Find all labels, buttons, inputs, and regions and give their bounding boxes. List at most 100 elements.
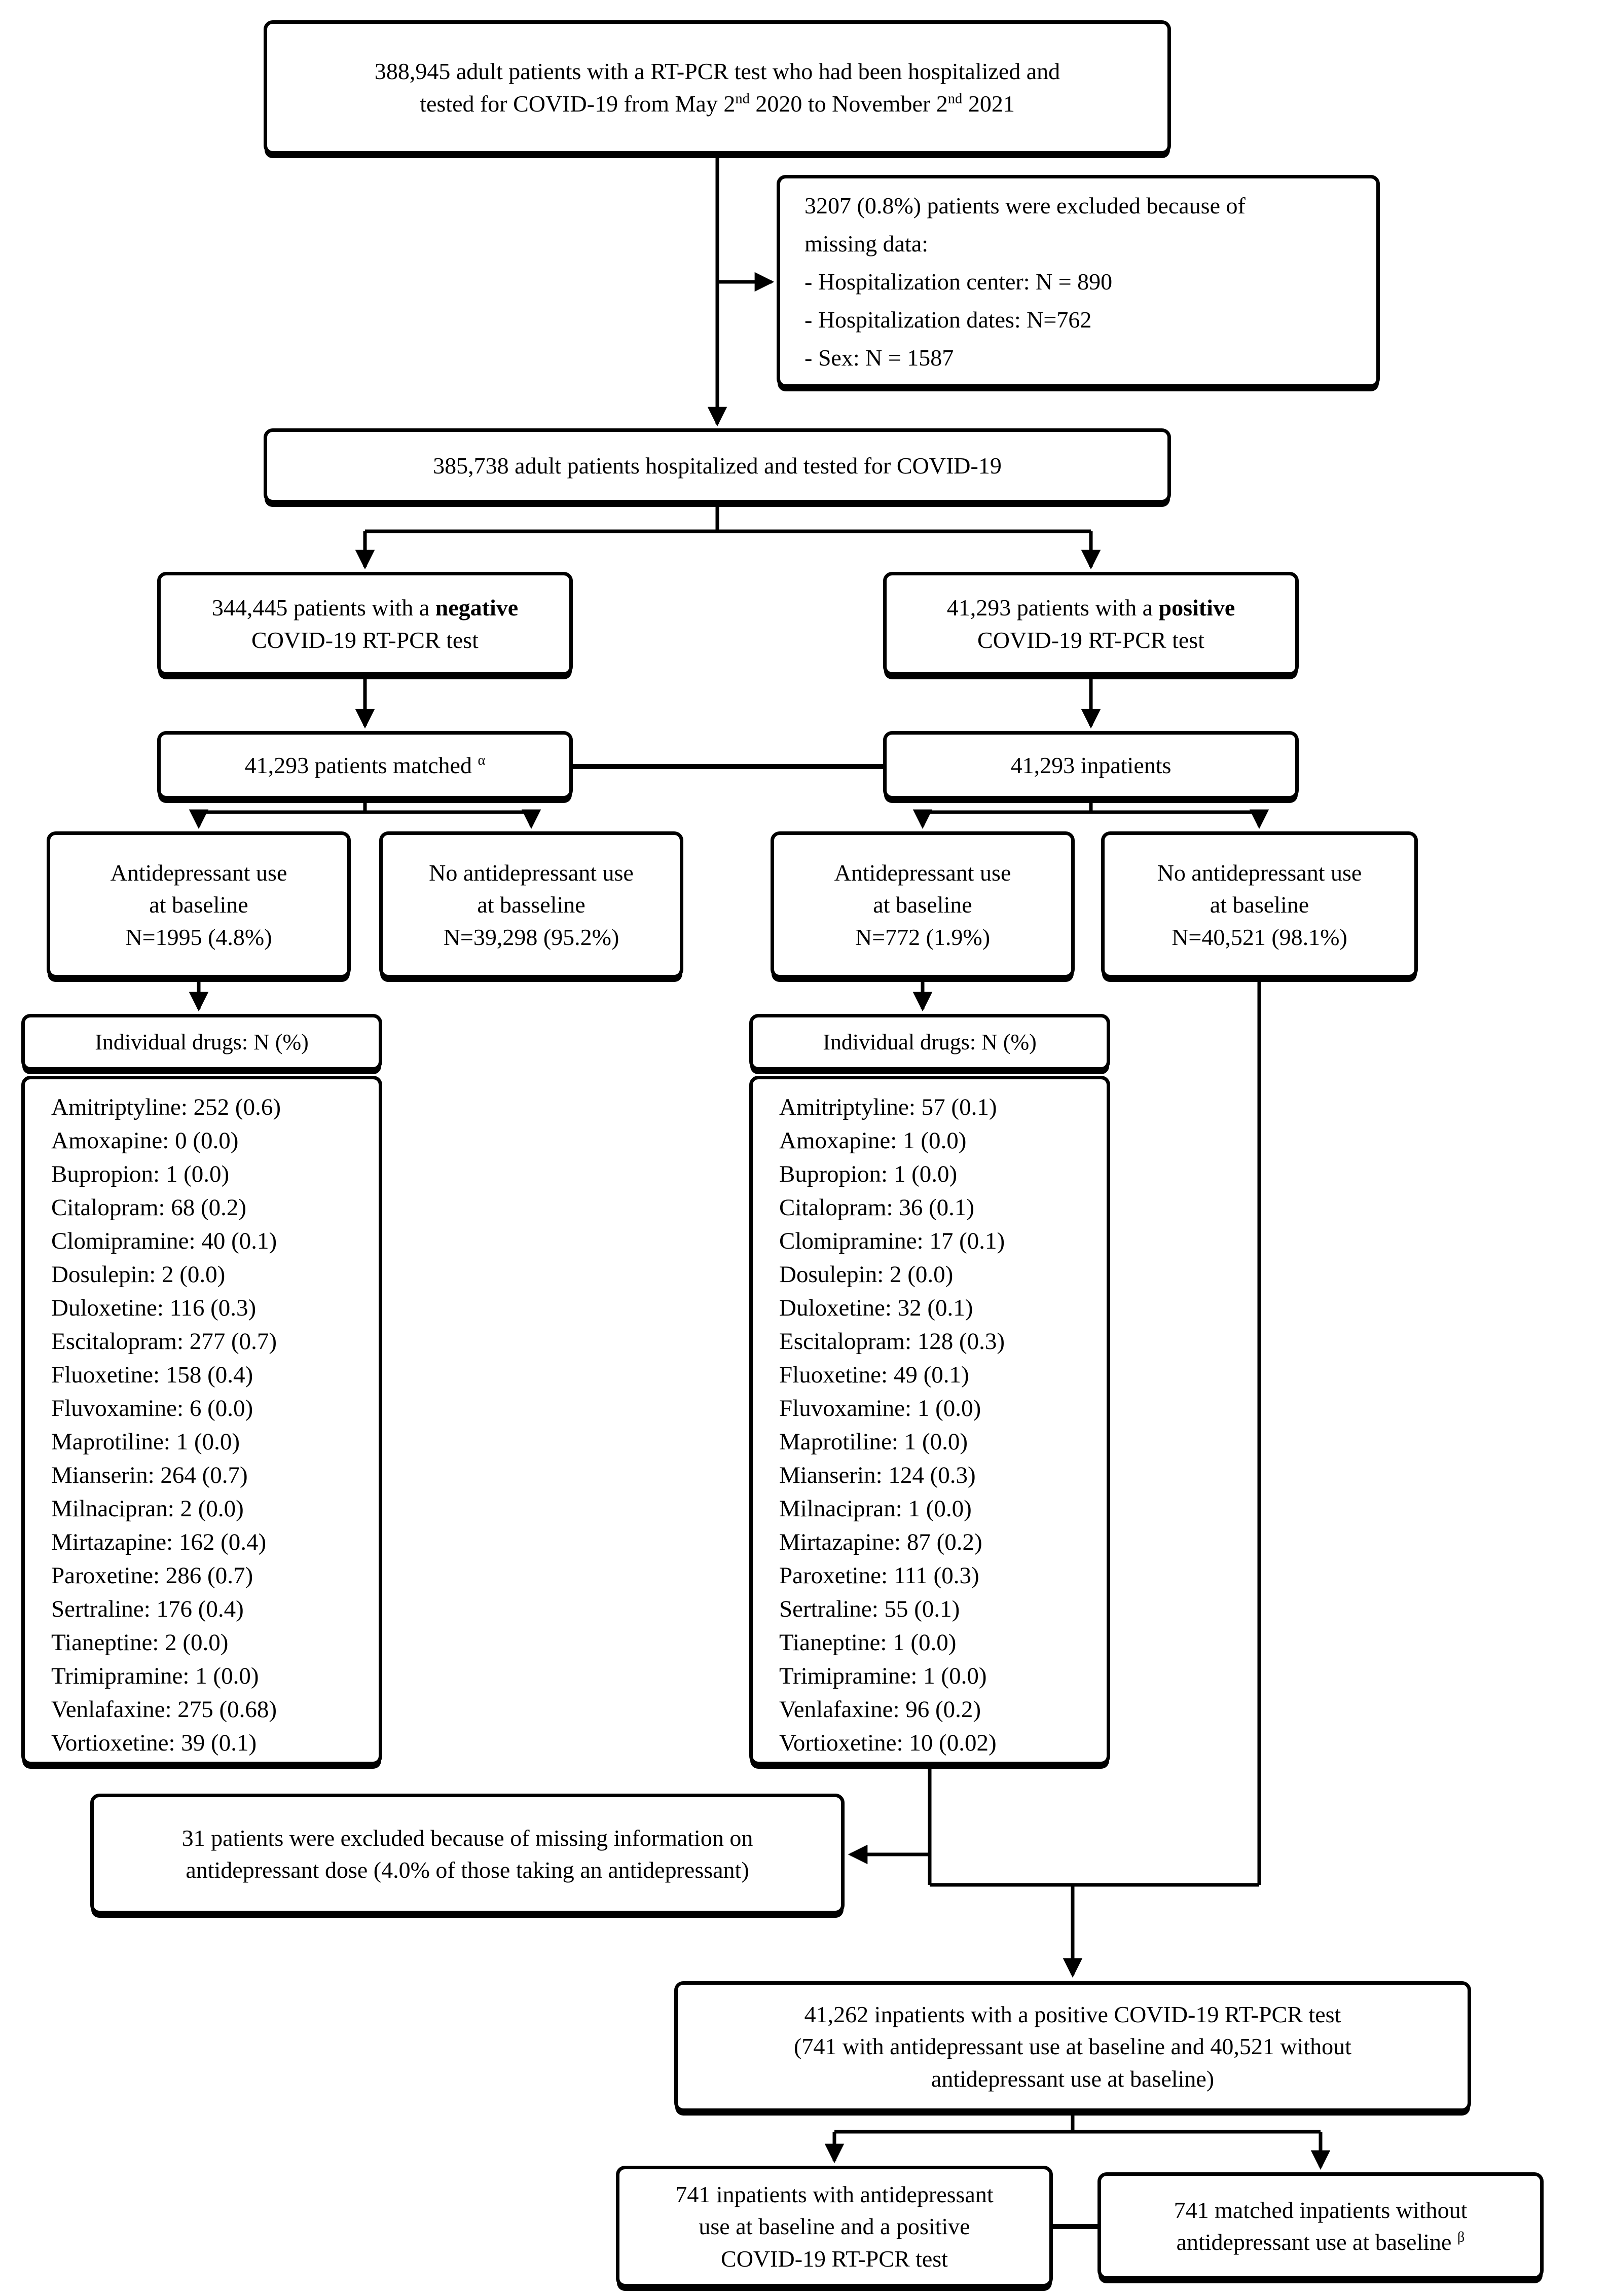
list-line: COVID-19 RT-PCR test (721, 2245, 948, 2272)
initial-cohort-line2-text: tested for COVID-19 from May 2 (420, 90, 736, 117)
list-line: Maprotiline: 1 (0.0) (51, 1429, 240, 1455)
initial-cohort-line2-mid: 2020 to November 2 (749, 90, 948, 117)
bottom-right-pre: 741 matched inpatients without antidepre… (1174, 2197, 1468, 2255)
bottom-right-text: 741 matched inpatients without antidepre… (1113, 2194, 1528, 2258)
alpha-sup: α (478, 752, 486, 769)
negative-line1: 344,445 patients with a negative (212, 592, 518, 624)
box-bottom-right: 741 matched inpatients without antidepre… (1097, 2172, 1544, 2280)
list-line: 31 patients were excluded because of mis… (181, 1825, 753, 1851)
list-line: - Hospitalization dates: N=762 (804, 306, 1092, 333)
list-line: antidepressant dose (4.0% of those takin… (186, 1857, 749, 1883)
list-line: Sertraline: 55 (0.1) (779, 1596, 960, 1622)
list-line: Maprotiline: 1 (0.0) (779, 1429, 968, 1455)
ad-right-count: N=772 (1.9%) (855, 924, 991, 950)
list-line: Escitalopram: 128 (0.3) (779, 1328, 1005, 1355)
noad-left-count: N=39,298 (95.2%) (443, 924, 619, 950)
list-line: 3207 (0.8%) patients were excluded becau… (804, 192, 1246, 218)
list-line: Milnacipran: 2 (0.0) (51, 1496, 244, 1522)
list-line: Fluoxetine: 158 (0.4) (51, 1362, 253, 1388)
matched-pre: 41,293 patients matched (244, 752, 478, 778)
box-initial-cohort: 388,945 adult patients with a RT-PCR tes… (264, 20, 1171, 155)
noad-right-line1: No antidepressant use (1157, 859, 1362, 886)
positive-pre: 41,293 patients with a (946, 595, 1159, 621)
box-negative-test: 344,445 patients with a negative COVID-1… (157, 572, 573, 676)
list-line: Fluvoxamine: 1 (0.0) (779, 1395, 981, 1422)
ordinal-sup: nd (735, 91, 750, 107)
list-line: (741 with antidepressant use at baseline… (794, 2033, 1351, 2060)
negative-bold: negative (435, 595, 519, 621)
list-line: Duloxetine: 116 (0.3) (51, 1295, 257, 1321)
box-final-cohort: 41,262 inpatients with a positive COVID-… (674, 1981, 1471, 2112)
box-no-antidepressant-left: No antidepressant use at basseline N=39,… (379, 831, 683, 978)
initial-cohort-line2-end: 2021 (962, 90, 1015, 117)
list-line: Amoxapine: 0 (0.0) (51, 1127, 239, 1154)
positive-bold: positive (1158, 595, 1235, 621)
list-line: Vortioxetine: 39 (0.1) (51, 1730, 257, 1756)
box-excluded-missing-data: 3207 (0.8%) patients were excluded becau… (777, 175, 1380, 388)
list-line: Citalopram: 68 (0.2) (51, 1194, 247, 1221)
box-antidepressant-left: Antidepressant use at baseline N=1995 (4… (47, 831, 351, 978)
ad-left-line2: at baseline (149, 892, 248, 918)
list-line: Sertraline: 176 (0.4) (51, 1596, 244, 1622)
list-line: Mianserin: 264 (0.7) (51, 1462, 248, 1488)
beta-sup: β (1457, 2229, 1465, 2245)
box-inpatients: 41,293 inpatients (883, 731, 1299, 799)
list-line: Mianserin: 124 (0.3) (779, 1462, 976, 1488)
ad-right-line1: Antidepressant use (834, 859, 1011, 886)
list-line: Dosulepin: 2 (0.0) (779, 1261, 954, 1288)
noad-right-line2: at baseline (1210, 892, 1309, 918)
inpatients-text: 41,293 inpatients (1010, 752, 1172, 778)
list-line: Amitriptyline: 57 (0.1) (779, 1094, 997, 1120)
list-line: Tianeptine: 1 (0.0) (779, 1629, 957, 1656)
list-line: Bupropion: 1 (0.0) (51, 1161, 230, 1187)
negative-line2: COVID-19 RT-PCR test (251, 627, 479, 653)
positive-line1: 41,293 patients with a positive (947, 592, 1235, 624)
initial-cohort-line2: tested for COVID-19 from May 2nd 2020 to… (420, 88, 1015, 120)
list-line: Duloxetine: 32 (0.1) (779, 1295, 973, 1321)
list-line: Amoxapine: 1 (0.0) (779, 1127, 967, 1154)
negative-pre: 344,445 patients with a (211, 595, 435, 621)
list-line: Tianeptine: 2 (0.0) (51, 1629, 229, 1656)
list-line: Trimipramine: 1 (0.0) (51, 1663, 259, 1689)
initial-cohort-line1: 388,945 adult patients with a RT-PCR tes… (374, 58, 1060, 85)
box-excluded-dose: 31 patients were excluded because of mis… (90, 1794, 845, 1914)
ad-right-line2: at baseline (873, 892, 972, 918)
matched-text: 41,293 patients matched α (245, 749, 486, 781)
list-line: Escitalopram: 277 (0.7) (51, 1328, 277, 1355)
list-line: Trimipramine: 1 (0.0) (779, 1663, 987, 1689)
drugs-header-right-text: Individual drugs: N (%) (823, 1029, 1037, 1054)
list-line: use at baseline and a positive (699, 2213, 970, 2240)
list-line: Venlafaxine: 275 (0.68) (51, 1696, 277, 1723)
list-line: Dosulepin: 2 (0.0) (51, 1261, 226, 1288)
box-matched: 41,293 patients matched α (157, 731, 573, 799)
list-line: Paroxetine: 111 (0.3) (779, 1562, 979, 1589)
list-line: - Hospitalization center: N = 890 (804, 268, 1113, 295)
list-line: Venlafaxine: 96 (0.2) (779, 1696, 981, 1723)
list-line: Clomipramine: 40 (0.1) (51, 1228, 277, 1254)
drugs-header-left-text: Individual drugs: N (%) (95, 1029, 309, 1054)
list-line: Clomipramine: 17 (0.1) (779, 1228, 1005, 1254)
noad-left-line1: No antidepressant use (429, 859, 634, 886)
list-line: - Sex: N = 1587 (804, 344, 954, 371)
box-bottom-left: 741 inpatients with antidepressant use at… (616, 2166, 1053, 2287)
list-line: Bupropion: 1 (0.0) (779, 1161, 958, 1187)
box-drug-list-right: Amitriptyline: 57 (0.1) Amoxapine: 1 (0.0… (749, 1076, 1110, 1765)
noad-right-count: N=40,521 (98.1%) (1172, 924, 1347, 950)
list-line: Fluvoxamine: 6 (0.0) (51, 1395, 253, 1422)
ad-left-count: N=1995 (4.8%) (125, 924, 272, 950)
list-line: Fluoxetine: 49 (0.1) (779, 1362, 969, 1388)
positive-line2: COVID-19 RT-PCR test (977, 627, 1204, 653)
ordinal-sup: nd (947, 91, 963, 107)
list-line: 41,262 inpatients with a positive COVID-… (804, 2001, 1341, 2027)
box-drugs-header-right: Individual drugs: N (%) (749, 1014, 1110, 1071)
list-line: Amitriptyline: 252 (0.6) (51, 1094, 281, 1120)
box-no-antidepressant-right: No antidepressant use at baseline N=40,5… (1101, 831, 1418, 978)
ad-left-line1: Antidepressant use (110, 859, 287, 886)
box-antidepressant-right: Antidepressant use at baseline N=772 (1.… (771, 831, 1075, 978)
list-line: missing data: (804, 230, 929, 257)
list-line: Vortioxetine: 10 (0.02) (779, 1730, 997, 1756)
list-line: 741 inpatients with antidepressant (675, 2181, 994, 2207)
box-positive-test: 41,293 patients with a positive COVID-19… (883, 572, 1299, 676)
